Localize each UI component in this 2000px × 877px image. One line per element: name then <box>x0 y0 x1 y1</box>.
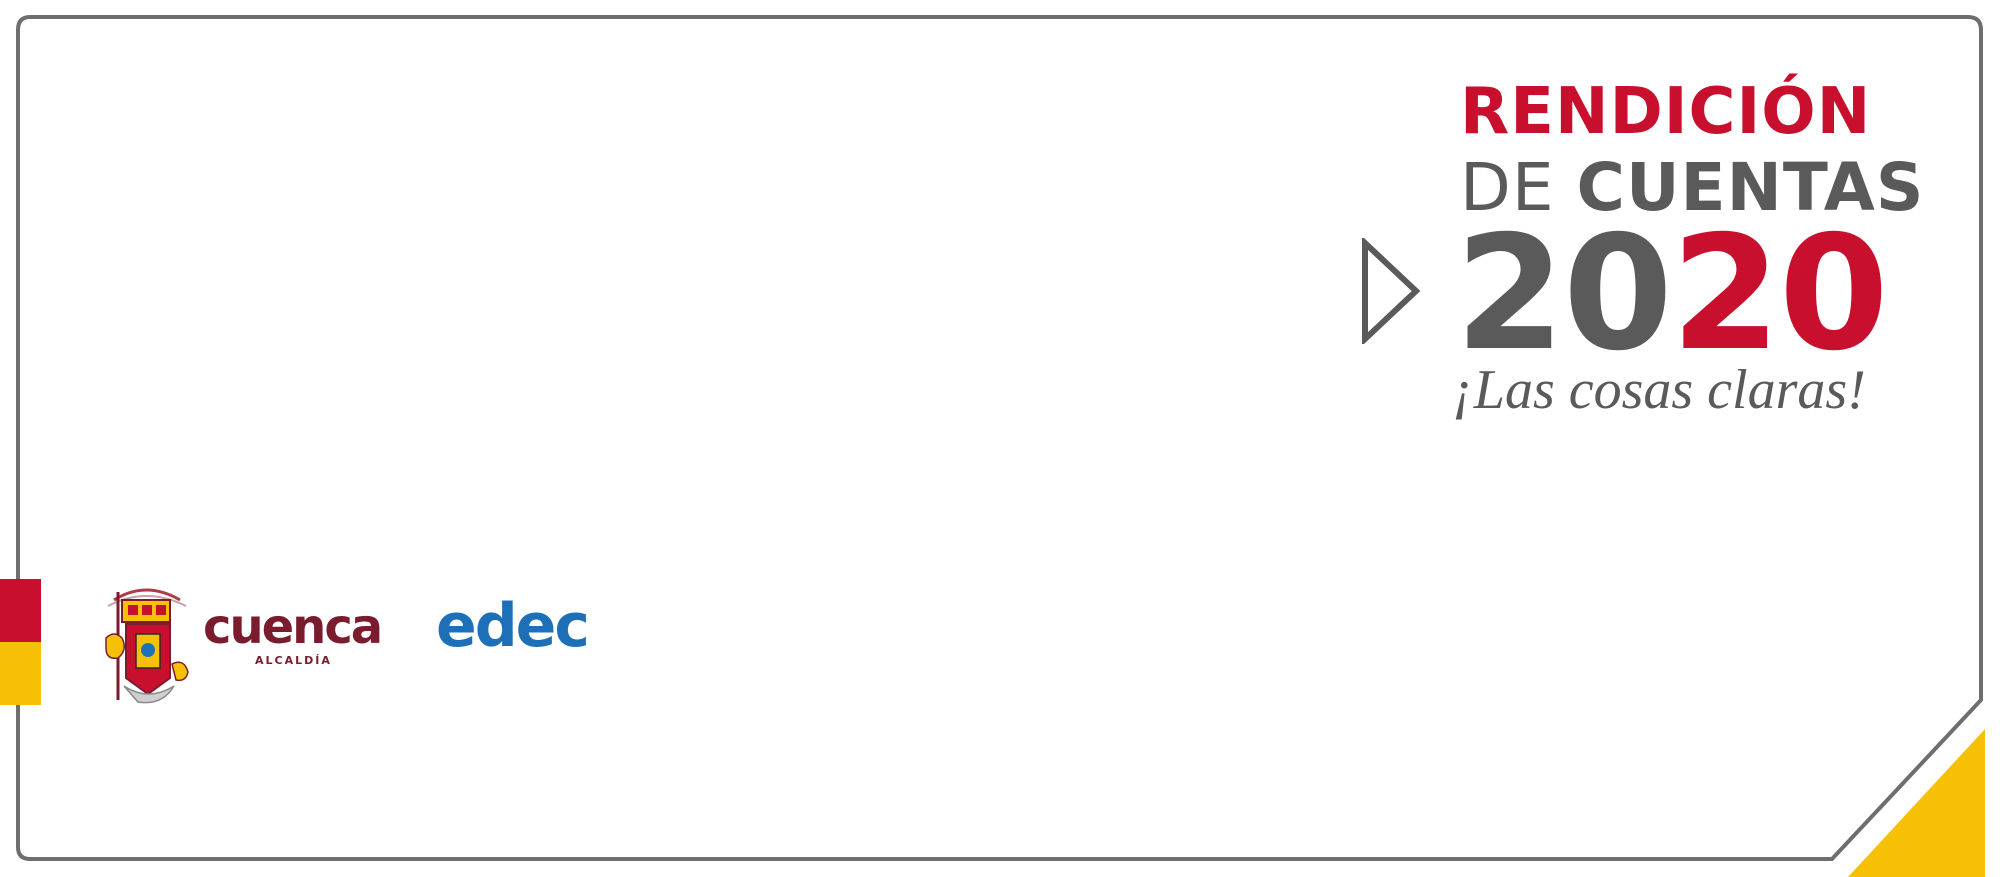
cuenca-wordmark: cuenca <box>203 599 383 655</box>
tagline: ¡Las cosas claras! <box>1452 359 1866 421</box>
accent-bar <box>0 579 41 705</box>
cuenca-alcaldia-label: ALCALDÍA <box>255 654 332 667</box>
title-de-cuentas: DE CUENTAS <box>1460 155 1924 221</box>
accent-bar-yellow <box>0 642 41 705</box>
play-triangle-icon <box>1362 238 1421 344</box>
title-de: DE <box>1460 149 1577 226</box>
frame-border <box>16 15 1983 861</box>
coat-of-arms-icon <box>105 588 189 704</box>
title-cuentas: CUENTAS <box>1576 149 1925 226</box>
edec-logo: edec <box>436 591 590 661</box>
title-year: 2020 <box>1455 215 1889 373</box>
year-part-red: 20 <box>1670 202 1889 386</box>
year-part-gray: 20 <box>1455 202 1673 386</box>
accent-bar-red <box>0 579 41 642</box>
title-rendicion: RENDICIÓN <box>1460 75 1872 149</box>
cuenca-logo: cuenca ALCALDÍA <box>203 599 383 667</box>
corner-yellow-triangle <box>1848 729 1985 877</box>
